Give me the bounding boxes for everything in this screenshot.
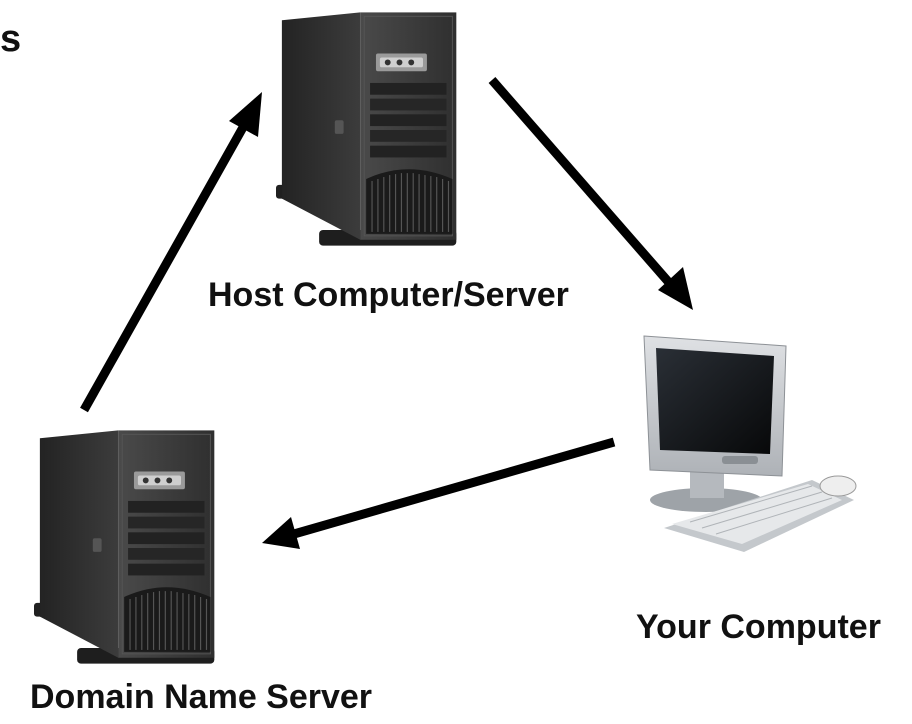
arrow-host-to-your (488, 77, 693, 310)
dns-server-label: Domain Name Server (30, 678, 373, 716)
corner-text: s (0, 18, 22, 60)
desktop-computer-icon (643, 335, 857, 552)
arrow-dns-to-host (80, 92, 262, 413)
dns-server-icon (34, 429, 215, 665)
arrow-your-to-dns (262, 437, 616, 549)
your-computer-label: Your Computer (636, 608, 881, 646)
host-server-label: Host Computer/Server (208, 276, 569, 314)
host-server-icon (276, 11, 457, 247)
